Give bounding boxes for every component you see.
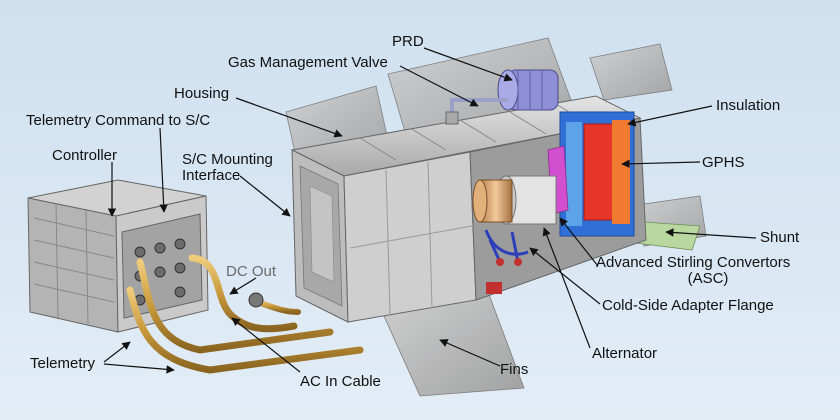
label-dc-out: DC Out [226,263,277,280]
label-alternator: Alternator [592,345,658,362]
label-asc: Advanced Stirling Convertors (ASC) [596,255,820,287]
label-asc-line2: (ASC) [687,270,729,287]
label-fins: Fins [500,361,529,378]
cables [126,254,364,374]
label-controller: Controller [52,147,118,164]
label-telemetry: Telemetry [30,355,96,372]
label-housing: Housing [174,85,230,102]
label-prd: PRD [392,33,424,50]
cable-ac-in [188,254,298,333]
label-shunt: Shunt [760,229,800,246]
label-gphs: GPHS [702,154,745,171]
label-telemetry-command: Telemetry Command to S/C [26,112,211,129]
label-gas-management-valve: Gas Management Valve [228,54,388,71]
prd-assembly [445,69,559,125]
fin-top-right [589,43,673,101]
label-sc-mounting-interface: S/C Mounting Interface [182,152,292,184]
controller-box [27,179,209,333]
cable-telemetry-upper [136,258,334,354]
label-asc-line1: Advanced Stirling Convertors [596,254,791,271]
leader-lines [103,47,757,374]
label-sc-mounting-line1: S/C Mounting [182,151,273,168]
label-sc-mounting-line2: Interface [182,167,241,184]
label-insulation: Insulation [716,97,781,114]
cutaway-interior [469,111,647,301]
label-ac-in-cable: AC In Cable [300,373,381,390]
cable-telemetry-lower [126,286,364,374]
label-cold-side-adapter-flange: Cold-Side Adapter Flange [602,297,774,314]
